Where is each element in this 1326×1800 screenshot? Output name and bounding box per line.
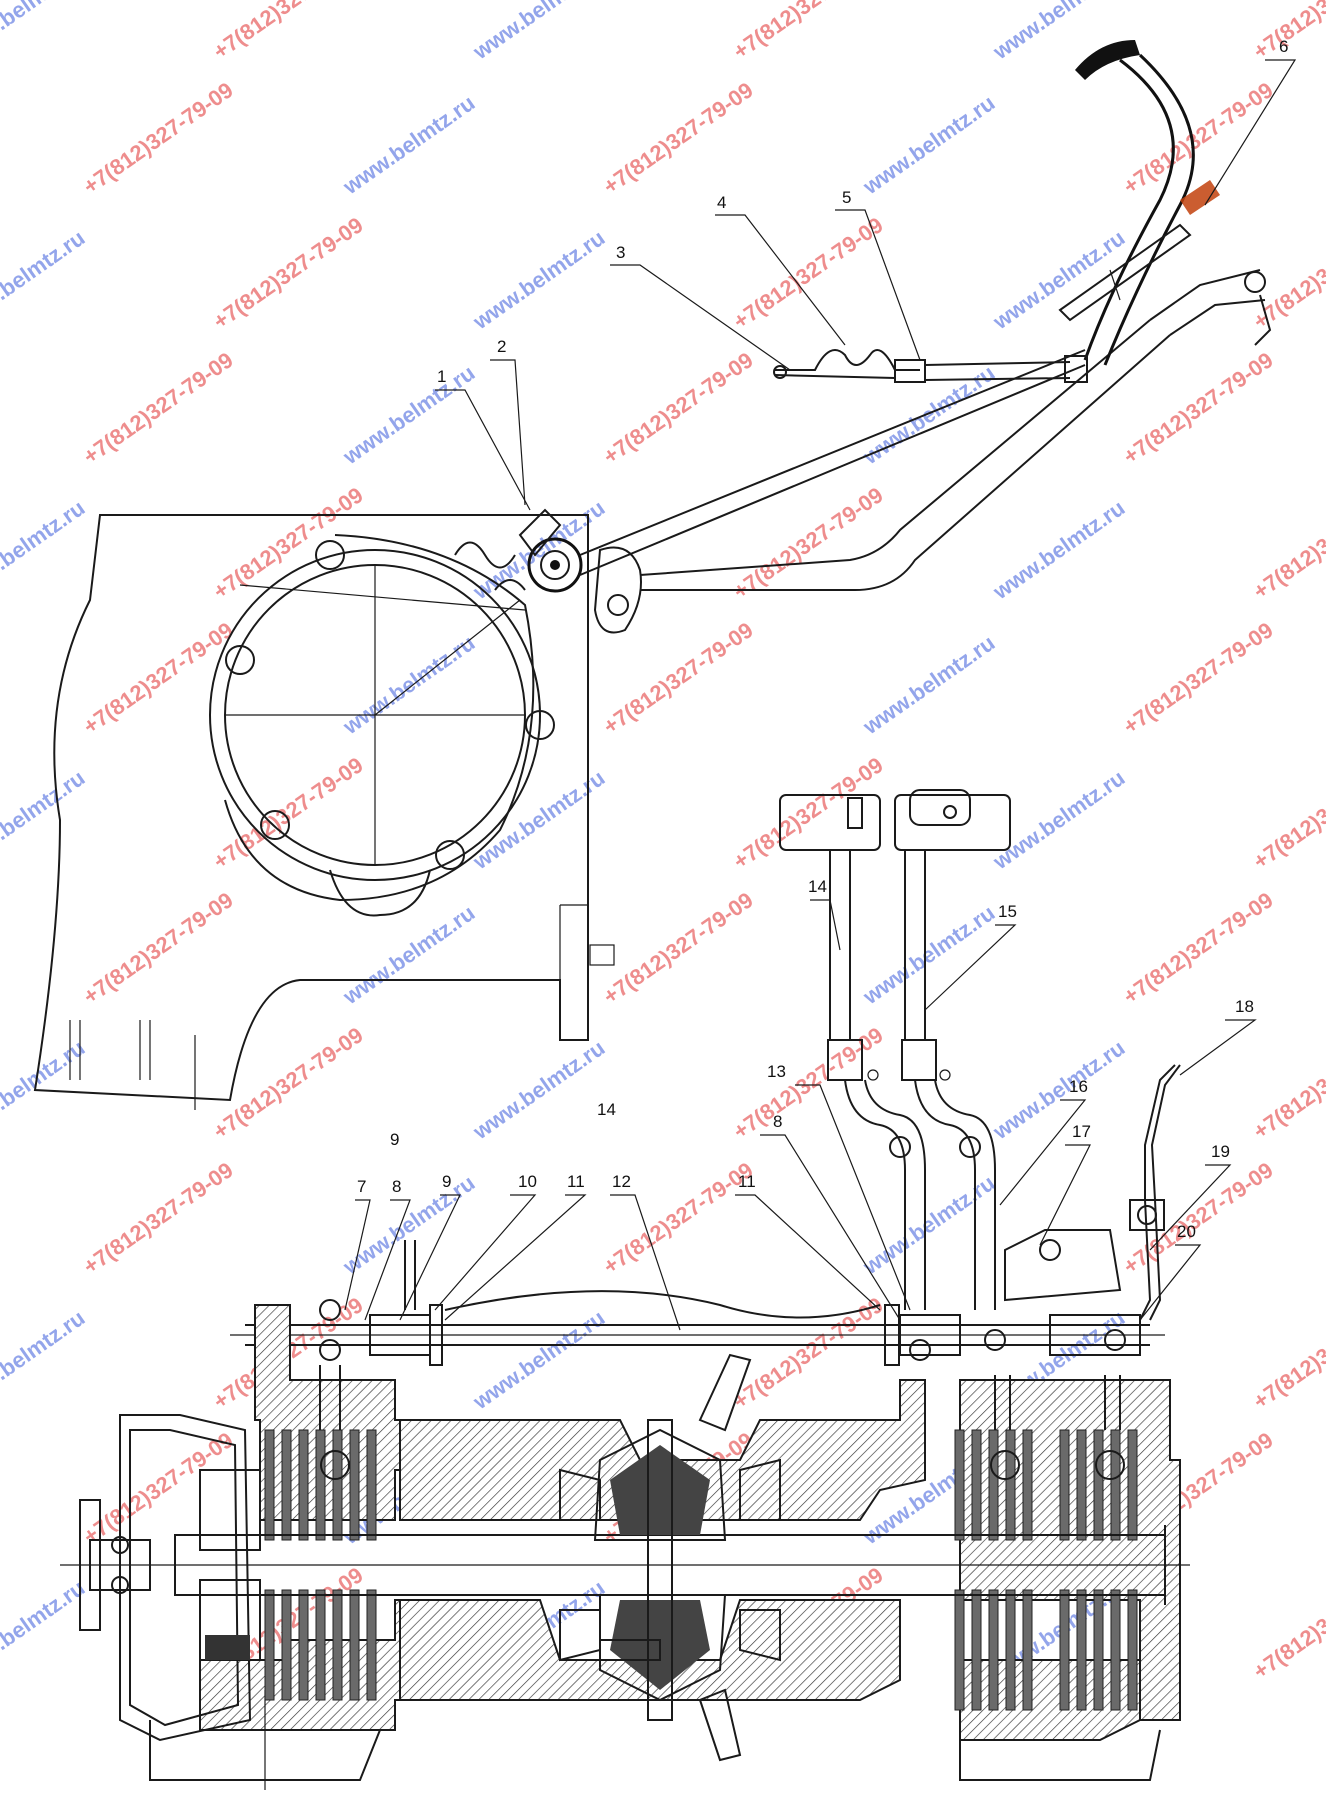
watermark-site: www.belmtz.ru — [988, 495, 1130, 605]
callout-16: 16 — [1069, 1077, 1088, 1096]
callout-19: 19 — [1211, 1142, 1230, 1161]
callout-2: 2 — [497, 337, 506, 356]
callout-17: 17 — [1072, 1122, 1091, 1141]
watermark-site: www.belmtz.ru — [0, 495, 89, 605]
watermark-phone: +7(812)327-79-09 — [1119, 347, 1278, 469]
callout-13: 13 — [767, 1062, 786, 1081]
callout-14: 14 — [808, 877, 827, 896]
callout-15: 15 — [998, 902, 1017, 921]
watermark-site: www.belmtz.ru — [338, 90, 480, 200]
watermark-phone: +7(812)327-79-09 — [729, 0, 888, 64]
watermark-site: www.belmtz.ru — [338, 630, 480, 740]
watermark-phone: +7(812)327-79-09 — [1249, 1292, 1326, 1414]
tie-rod — [773, 349, 1088, 383]
watermark-phone: +7(812)327-79-09 — [1249, 752, 1326, 874]
brake-pedals — [779, 789, 1011, 1310]
watermark-phone: +7(812)327-79-09 — [599, 887, 758, 1009]
clutch-discs-left — [199, 1429, 377, 1701]
watermark-site: www.belmtz.ru — [858, 360, 1000, 470]
brake-lever-linkage — [454, 40, 1272, 634]
callout-7: 7 — [357, 1177, 366, 1196]
watermark-phone: +7(812)327-79-09 — [79, 887, 238, 1009]
watermark-phone: +7(812)327-79-09 — [1249, 1562, 1326, 1684]
watermark-site: www.belmtz.ru — [468, 0, 610, 65]
callout-8-left: 8 — [392, 1177, 401, 1196]
watermark-phone: +7(812)327-79-09 — [729, 212, 888, 334]
watermark-phone: +7(812)327-79-09 — [79, 77, 238, 199]
callout-3: 3 — [616, 243, 625, 262]
watermark-phone: +7(812)327-79-09 — [209, 212, 368, 334]
callout-14-floating: 14 — [597, 1100, 616, 1119]
watermark-site: www.belmtz.ru — [988, 1035, 1130, 1145]
callout-18: 18 — [1235, 997, 1254, 1016]
watermark-site: www.belmtz.ru — [0, 1575, 89, 1685]
watermark-site: www.belmtz.ru — [988, 765, 1130, 875]
watermark-site: www.belmtz.ru — [858, 1170, 1000, 1280]
callout-11-left: 11 — [567, 1172, 585, 1191]
callout-4: 4 — [717, 193, 726, 212]
watermark-phone: +7(812)327-79-09 — [1119, 1157, 1278, 1279]
watermark-site: www.belmtz.ru — [0, 225, 89, 335]
watermark-phone: +7(812)327-79-09 — [209, 0, 368, 64]
watermark-phone: +7(812)327-79-09 — [79, 347, 238, 469]
brake-shaft — [230, 1064, 1181, 1366]
callout-9: 9 — [442, 1172, 451, 1191]
callout-9-floating: 9 — [390, 1130, 399, 1149]
watermark-phone: +7(812)327-79-09 — [599, 347, 758, 469]
watermark-phone: +7(812)327-79-09 — [1119, 77, 1278, 199]
callout-8-right: 8 — [773, 1112, 782, 1131]
watermark-phone: +7(812)327-79-09 — [599, 77, 758, 199]
watermark-site: www.belmtz.ru — [0, 1305, 89, 1415]
watermark-phone: +7(812)327-79-09 — [1119, 887, 1278, 1009]
callout-1: 1 — [437, 367, 446, 386]
leader-lines — [344, 59, 1297, 1331]
watermark-site: www.belmtz.ru — [858, 900, 1000, 1010]
watermark-site: www.belmtz.ru — [858, 90, 1000, 200]
watermark-phone: +7(812)327-79-09 — [729, 1022, 888, 1144]
callout-labels: 1 2 3 4 5 6 7 8 8 9 9 10 11 11 12 13 14 … — [357, 37, 1288, 1241]
watermark-site: www.belmtz.ru — [468, 225, 610, 335]
watermark-phone: +7(812)327-79-09 — [599, 617, 758, 739]
callout-11-right: 11 — [738, 1172, 756, 1191]
differential — [559, 1353, 781, 1762]
watermark-site: www.belmtz.ru — [0, 765, 89, 875]
watermark-site: www.belmtz.ru — [468, 1035, 610, 1145]
watermark-site: www.belmtz.ru — [338, 900, 480, 1010]
callout-20: 20 — [1177, 1222, 1196, 1241]
watermark-site: www.belmtz.ru — [468, 1305, 610, 1415]
watermark-site: www.belmtz.ru — [0, 0, 89, 65]
watermark-site: www.belmtz.ru — [858, 630, 1000, 740]
watermark-phone: +7(812)327-79-09 — [79, 1157, 238, 1279]
watermark-phone: +7(812)327-79-09 — [1119, 617, 1278, 739]
callout-5: 5 — [842, 188, 851, 207]
callout-10: 10 — [518, 1172, 537, 1191]
watermark-site: www.belmtz.ru — [988, 225, 1130, 335]
watermark-phone: +7(812)327-79-09 — [209, 482, 368, 604]
watermark-phone: +7(812)327-79-09 — [1249, 482, 1326, 604]
callout-6: 6 — [1279, 37, 1288, 56]
watermark-phone: +7(812)327-79-09 — [1249, 1022, 1326, 1144]
watermark-phone: +7(812)327-79-09 — [729, 482, 888, 604]
watermark-site: www.belmtz.ru — [338, 360, 480, 470]
callout-12: 12 — [612, 1172, 631, 1191]
watermark-phone: +7(812)327-79-09 — [79, 1427, 238, 1549]
clutch-discs-right — [319, 1365, 1138, 1711]
upper-housing — [33, 514, 615, 1110]
watermark-phone: +7(812)327-79-09 — [729, 752, 888, 874]
